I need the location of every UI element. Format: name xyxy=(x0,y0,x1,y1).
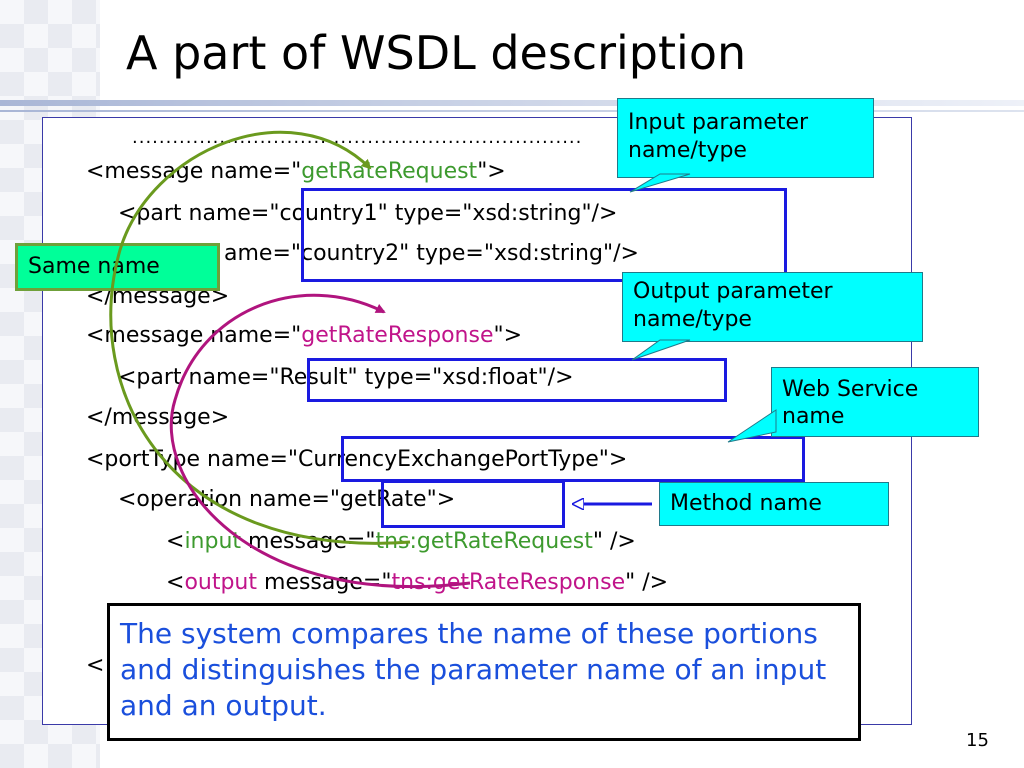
callout-tail-web-service xyxy=(727,409,777,443)
explanation-note: The system compares the name of these po… xyxy=(107,603,861,741)
code-line-message-request: <message name="getRateRequest"> xyxy=(86,159,506,184)
green-link-arrow xyxy=(109,130,411,545)
callout-same-name: Same name xyxy=(15,243,220,291)
callout-tail-input xyxy=(629,173,691,193)
highlight-porttype-name xyxy=(341,436,805,482)
title-rule-thin xyxy=(0,110,1024,112)
callout-method-name: Method name xyxy=(659,482,889,526)
highlight-operation-name xyxy=(381,480,565,528)
code-ellipsis: ........................................… xyxy=(132,127,583,148)
highlight-output-part xyxy=(307,358,727,402)
title-rule xyxy=(0,100,1024,106)
callout-web-service-name: Web Service name xyxy=(771,367,979,437)
callout-input-parameter: Input parameter name/type xyxy=(617,98,874,178)
code-line-output: <output message="tns:getRateResponse" /> xyxy=(166,570,669,595)
callout-output-parameter: Output parameter name/type xyxy=(622,272,923,342)
code-line-operation: <operation name="getRate"> xyxy=(118,487,456,512)
code-line-part-result: <part name="Result" type="xsd:float"/> xyxy=(118,365,574,390)
code-line-part-country1: <part name="country1" type="xsd:string"/… xyxy=(118,201,618,226)
slide-title: A part of WSDL description xyxy=(126,26,747,80)
code-line-message-close-2: </message> xyxy=(86,405,230,430)
page-number: 15 xyxy=(966,730,989,751)
magenta-link-arrow xyxy=(169,293,471,589)
highlight-input-parts xyxy=(301,188,787,282)
callout-tail-output xyxy=(631,339,691,361)
code-line-message-response: <message name="getRateResponse"> xyxy=(86,323,523,348)
code-line-part-country2: ame="country2" type="xsd:string"/> xyxy=(224,241,639,266)
code-line-partial: < xyxy=(86,653,105,678)
